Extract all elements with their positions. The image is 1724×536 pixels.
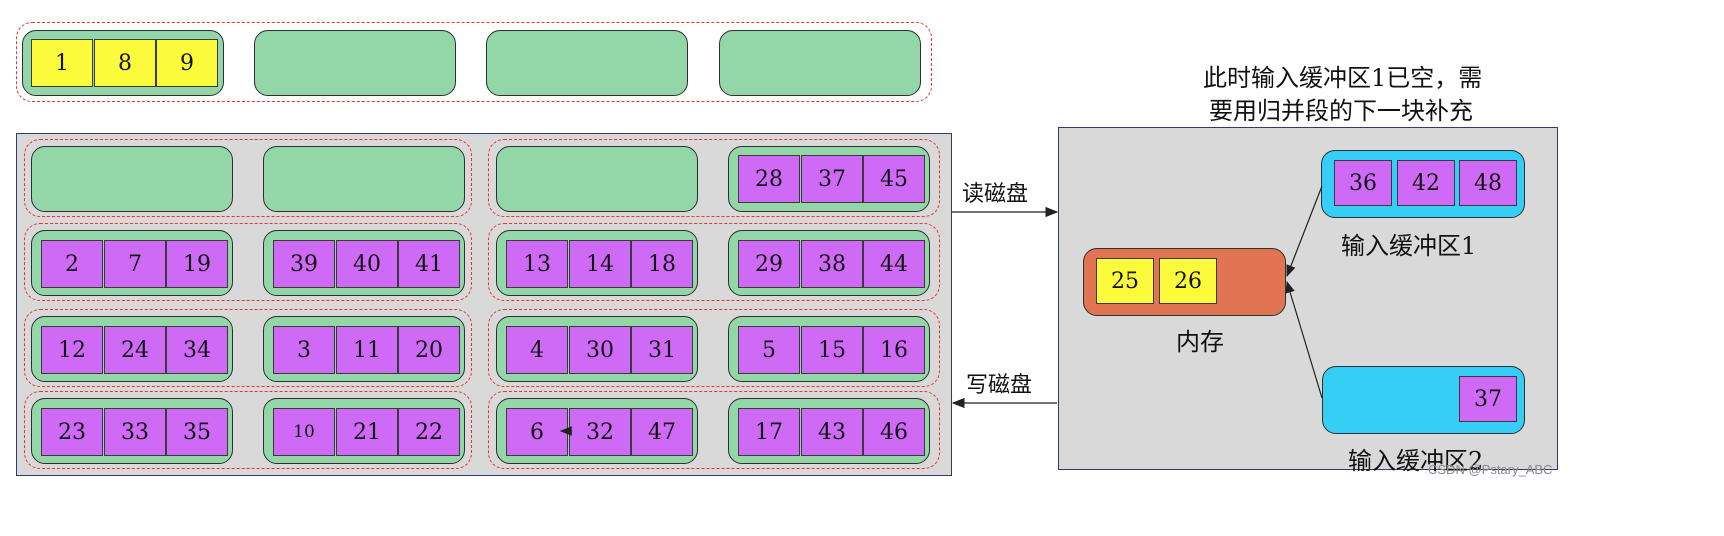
disk-block: 12 24 34 bbox=[31, 316, 233, 382]
number-cell: 48 bbox=[1459, 160, 1517, 206]
number-cell: 20 bbox=[398, 326, 460, 374]
write-disk-label: 写磁盘 bbox=[966, 373, 1033, 398]
run-outline bbox=[24, 223, 472, 301]
number-cell: 8 bbox=[94, 39, 156, 87]
disk-block: 17 43 46 bbox=[728, 398, 930, 464]
number-cell: 40 bbox=[336, 240, 398, 288]
top-block-3 bbox=[486, 30, 688, 96]
number-cell: 37 bbox=[801, 155, 863, 203]
disk-block: 5 15 16 bbox=[728, 316, 930, 382]
number-cell: 3 bbox=[273, 326, 335, 374]
run-outline bbox=[488, 139, 940, 217]
number-cell: 38 bbox=[801, 240, 863, 288]
number-cell: 43 bbox=[801, 408, 863, 456]
number-cell: 24 bbox=[104, 326, 166, 374]
number-cell: 21 bbox=[336, 408, 398, 456]
number-cell: 10 bbox=[273, 408, 335, 456]
buffer2-to-memory-arrow bbox=[1285, 280, 1323, 399]
number-cell: 9 bbox=[156, 39, 218, 87]
disk-block: 4 30 31 bbox=[496, 316, 698, 382]
number-cell: 44 bbox=[863, 240, 925, 288]
number-cell: 18 bbox=[631, 240, 693, 288]
number-cell: 28 bbox=[738, 155, 800, 203]
number-cell: 36 bbox=[1334, 160, 1392, 206]
number-cell: 33 bbox=[104, 408, 166, 456]
memory-label: 内存 bbox=[1176, 328, 1224, 356]
disk-block: 6 32 47 bbox=[496, 398, 698, 464]
input-buffer-1-label: 输入缓冲区1 bbox=[1341, 232, 1477, 260]
top-run-outline bbox=[16, 22, 932, 102]
number-cell: 1 bbox=[31, 39, 93, 87]
disk-block: 3 11 20 bbox=[263, 316, 465, 382]
number-cell: 13 bbox=[506, 240, 568, 288]
number-cell: 11 bbox=[336, 326, 398, 374]
buffer1-to-memory-arrow bbox=[1286, 185, 1323, 278]
number-cell: 39 bbox=[273, 240, 335, 288]
memory-note-line-1: 此时输入缓冲区1已空，需 bbox=[1203, 64, 1483, 92]
number-cell: 41 bbox=[398, 240, 460, 288]
input-buffer-1: 36 42 48 bbox=[1321, 150, 1525, 218]
number-cell: 42 bbox=[1397, 160, 1455, 206]
number-cell: 34 bbox=[166, 326, 228, 374]
number-cell: 14 bbox=[569, 240, 631, 288]
run-outline bbox=[488, 309, 940, 387]
run-outline bbox=[24, 391, 472, 469]
number-cell: 12 bbox=[41, 326, 103, 374]
disk-block: 39 40 41 bbox=[263, 230, 465, 296]
number-cell: 47 bbox=[631, 408, 693, 456]
disk-block bbox=[31, 146, 233, 212]
top-block-2 bbox=[254, 30, 456, 96]
disk-block: 23 33 35 bbox=[31, 398, 233, 464]
number-cell: 25 bbox=[1096, 258, 1154, 304]
run-outline bbox=[488, 391, 940, 469]
run-outline bbox=[488, 223, 940, 301]
read-disk-label: 读磁盘 bbox=[962, 182, 1029, 207]
number-cell: 16 bbox=[863, 326, 925, 374]
output-buffer: 25 26 bbox=[1083, 248, 1286, 316]
run-outline bbox=[24, 309, 472, 387]
number-cell: 17 bbox=[738, 408, 800, 456]
run-outline bbox=[24, 139, 472, 217]
disk-block: 13 14 18 bbox=[496, 230, 698, 296]
disk-block bbox=[263, 146, 465, 212]
disk-block bbox=[496, 146, 698, 212]
number-cell: 26 bbox=[1159, 258, 1217, 304]
number-cell: 22 bbox=[398, 408, 460, 456]
number-cell: 30 bbox=[569, 326, 631, 374]
number-cell: 37 bbox=[1459, 376, 1517, 422]
number-cell: 45 bbox=[863, 155, 925, 203]
input-buffer-2: 37 bbox=[1322, 366, 1525, 434]
number-cell: 2 bbox=[41, 240, 103, 288]
number-cell: 32 bbox=[569, 408, 631, 456]
number-cell: 23 bbox=[41, 408, 103, 456]
number-cell: 7 bbox=[104, 240, 166, 288]
number-cell: 35 bbox=[166, 408, 228, 456]
disk-block: 28 37 45 bbox=[728, 146, 930, 212]
watermark: CSDN @Pstary_ABC bbox=[1428, 462, 1553, 477]
number-cell: 29 bbox=[738, 240, 800, 288]
memory-note-line-2: 要用归并段的下一块补充 bbox=[1209, 97, 1473, 125]
top-block-4 bbox=[719, 30, 921, 96]
disk-block: 2 7 19 bbox=[31, 230, 233, 296]
number-cell: 46 bbox=[863, 408, 925, 456]
disk-block: 10 21 22 bbox=[263, 398, 465, 464]
number-cell: 19 bbox=[166, 240, 228, 288]
disk-block: 29 38 44 bbox=[728, 230, 930, 296]
number-cell: 4 bbox=[506, 326, 568, 374]
number-cell: 31 bbox=[631, 326, 693, 374]
input-buffer-2-label: 输入缓冲区2 bbox=[1348, 447, 1484, 475]
number-cell: 15 bbox=[801, 326, 863, 374]
top-block-1: 1 8 9 bbox=[22, 30, 224, 96]
number-cell: 5 bbox=[738, 326, 800, 374]
